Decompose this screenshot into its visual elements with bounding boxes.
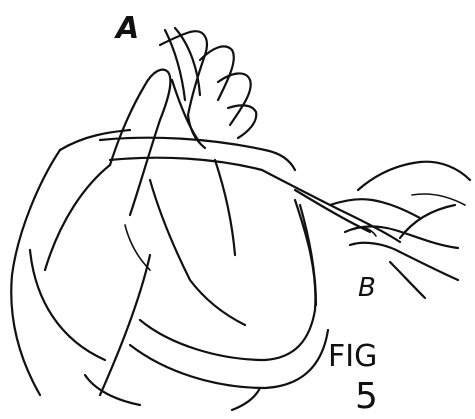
right-hand-fingers bbox=[150, 28, 256, 325]
fig-caption-number: 5 bbox=[355, 376, 378, 417]
right-side-hand bbox=[330, 162, 470, 298]
label-b: B bbox=[358, 273, 376, 303]
left-hand bbox=[11, 70, 170, 395]
fig-caption-word: FIG bbox=[328, 339, 377, 374]
label-a: A bbox=[114, 11, 139, 46]
